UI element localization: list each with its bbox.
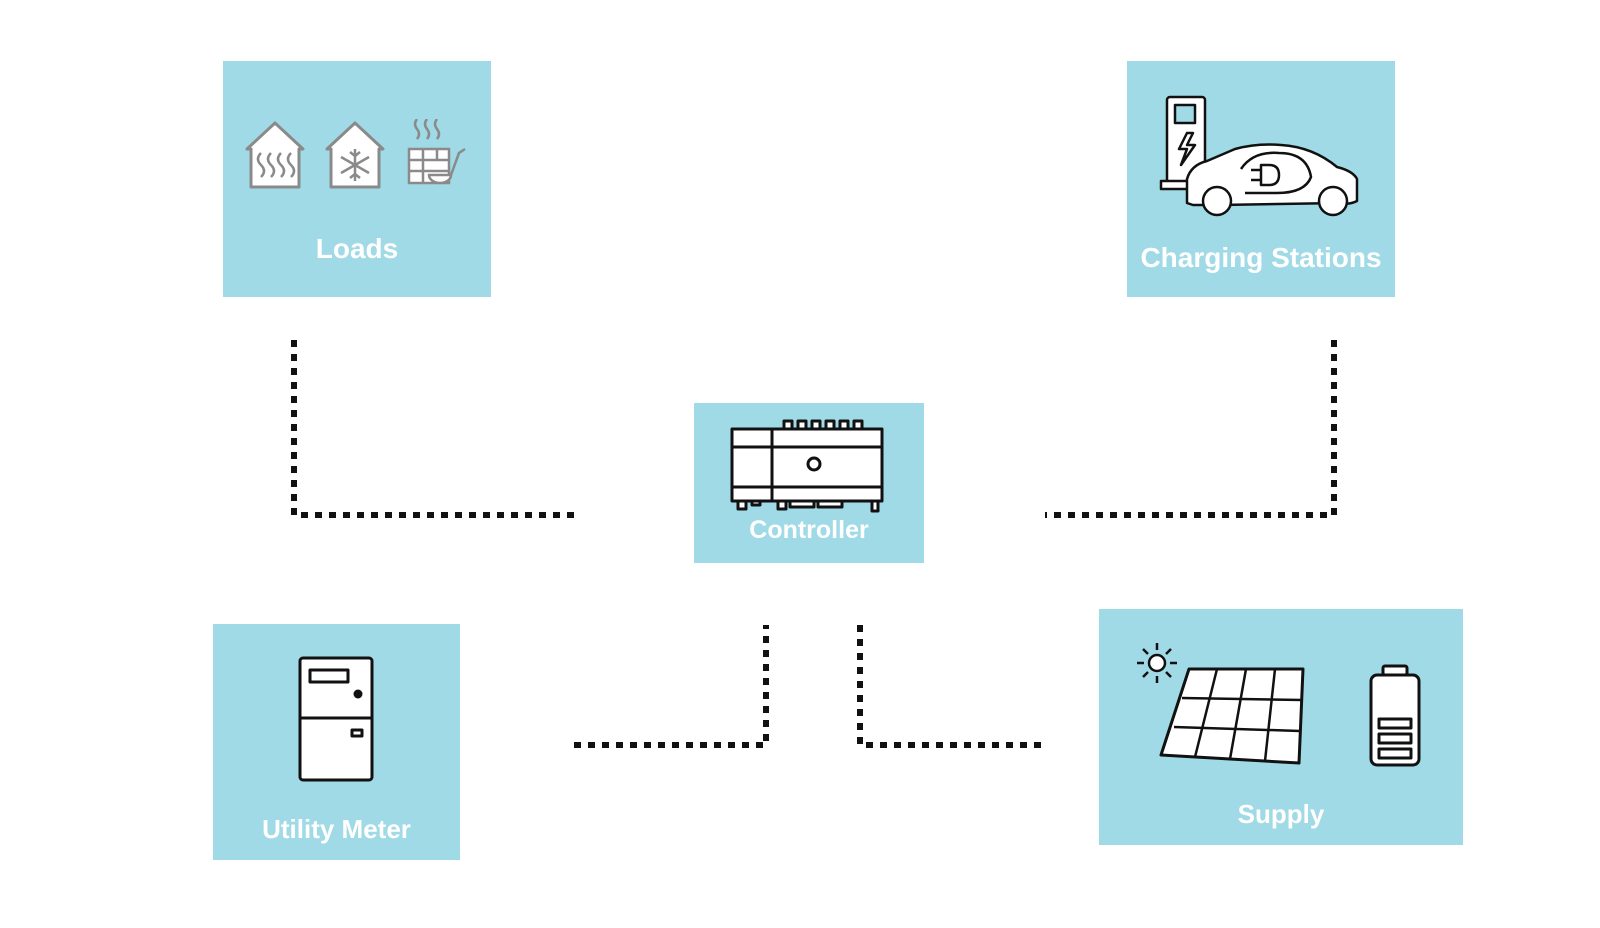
utility-meter-node: Utility Meter [213, 624, 460, 860]
solar-panel-icon [1159, 667, 1305, 765]
utility-meter-icon [298, 656, 374, 782]
controller-node: Controller [694, 403, 924, 563]
ev-charging-graphic [1159, 95, 1359, 217]
battery-icon [1369, 664, 1421, 767]
supply-node: Supply [1099, 609, 1463, 845]
link-loads-controller [291, 340, 574, 518]
link-meter-controller [574, 625, 769, 748]
charging-stations-node: Charging Stations [1127, 61, 1395, 297]
utility-meter-label: Utility Meter [262, 814, 411, 844]
sauna-icon [407, 119, 466, 185]
solar-graphic [1137, 643, 1305, 765]
load-icons [245, 119, 466, 189]
charging-stations-label: Charging Stations [1140, 242, 1382, 273]
cooling-house-icon [325, 121, 385, 189]
loads-node: Loads [223, 61, 491, 297]
controller-label: Controller [749, 516, 869, 544]
electric-car-icon [1185, 143, 1359, 217]
link-supply-controller [857, 625, 1045, 748]
heating-house-icon [245, 121, 305, 189]
controller-device-icon [730, 419, 884, 513]
loads-label: Loads [315, 233, 399, 264]
supply-label: Supply [1237, 799, 1325, 829]
sun-icon [1137, 643, 1177, 683]
link-charging-controller [1045, 340, 1337, 518]
